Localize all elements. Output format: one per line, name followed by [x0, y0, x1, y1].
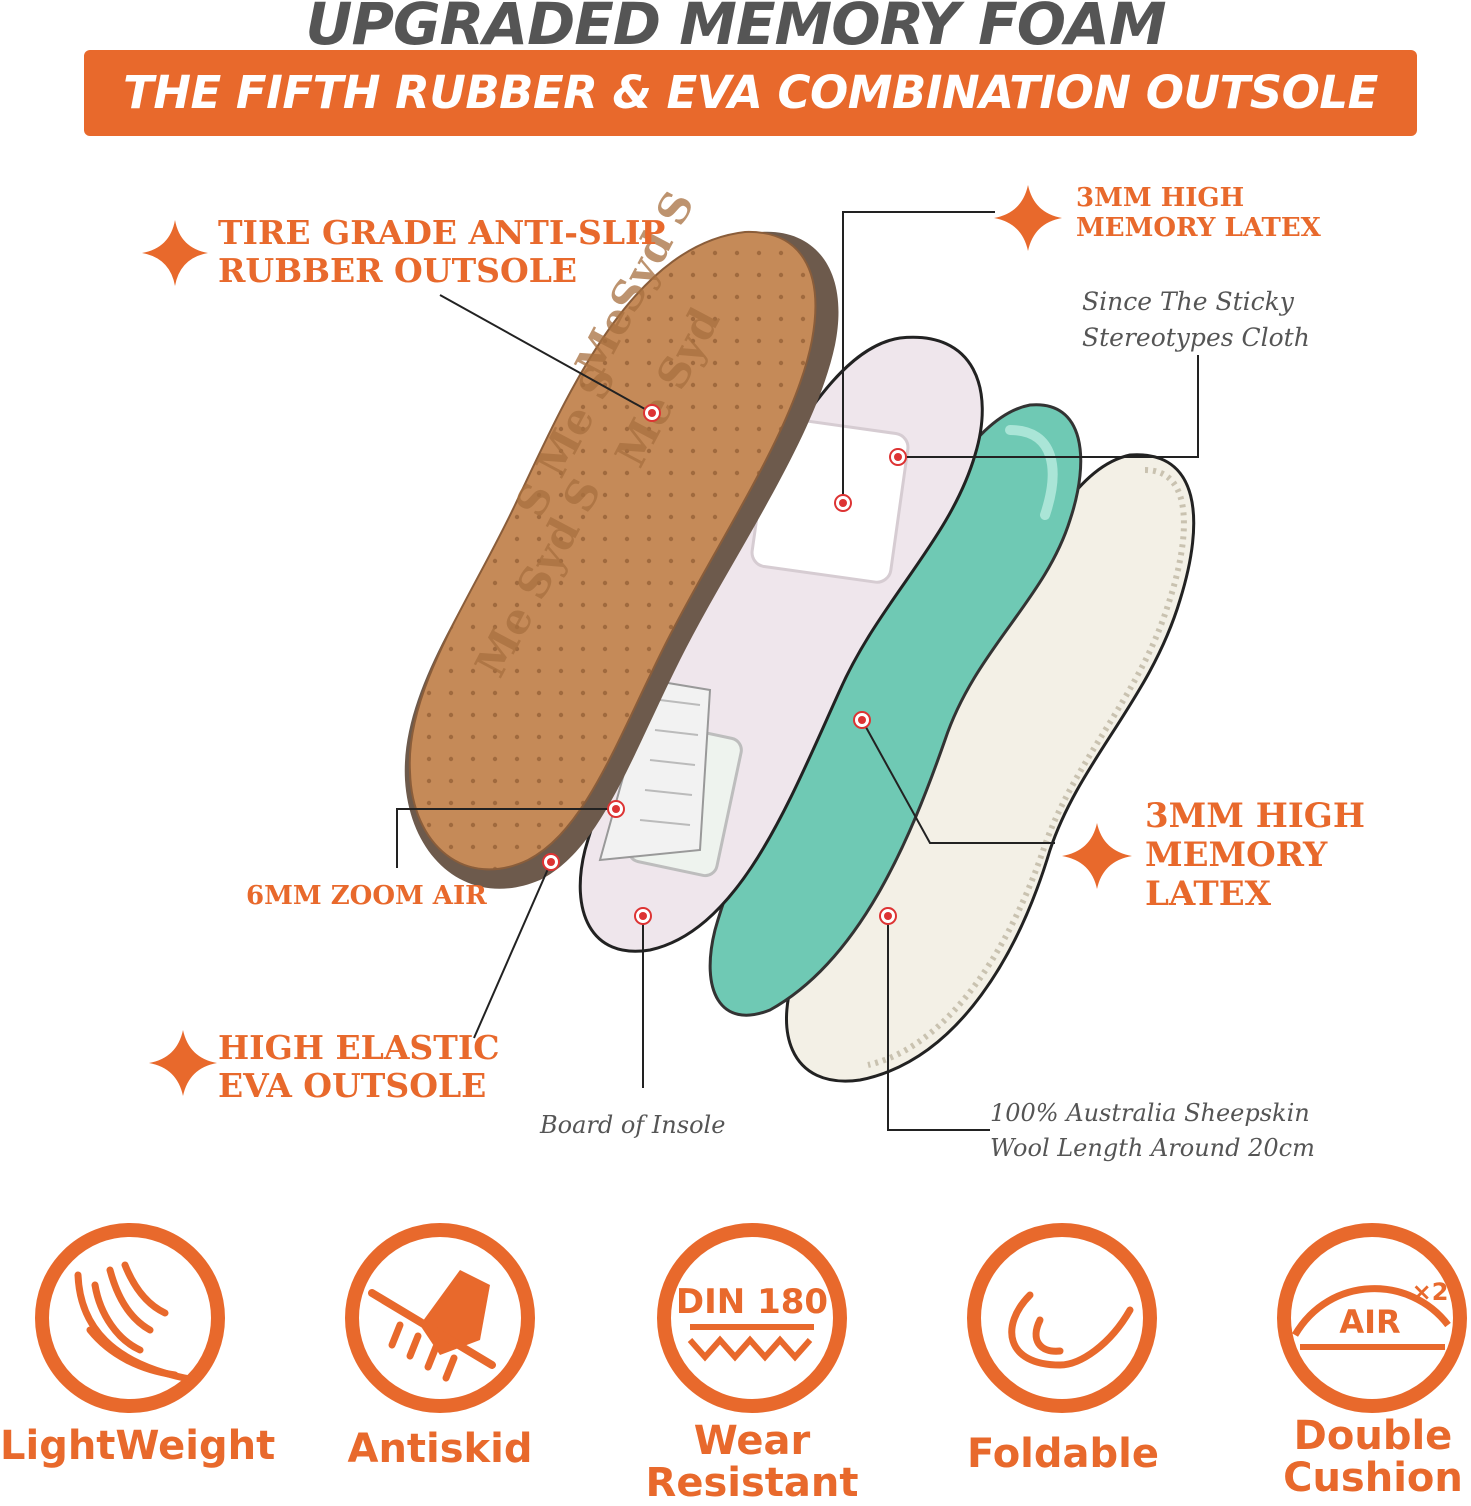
zoom-air-mesh: [598, 678, 712, 862]
icon-badge-text: AIR: [1339, 1303, 1400, 1341]
headline: UPGRADED MEMORY FOAM: [305, 0, 1166, 58]
icon-badge-text: DIN 180: [676, 1282, 828, 1322]
rubber-outsole-layer: MeSyd S Me Syd S Me S Me Syd S: [404, 183, 839, 889]
title-banner: [84, 50, 1417, 136]
sparkle-icon: [1062, 823, 1132, 889]
note-sheepskin: 100% Australia Sheepskin Wool Length Aro…: [990, 1099, 1315, 1162]
sparkle-icon: [149, 1030, 217, 1096]
callout-latex-top: 3MM HIGH MEMORY LATEX: [1076, 183, 1321, 243]
antiskid-icon: [368, 1270, 496, 1382]
callout-eva-outsole: HIGH ELASTIC EVA OUTSOLE: [218, 1028, 500, 1105]
din-wear-icon: DIN 180: [676, 1282, 828, 1362]
feather-icon: [74, 1261, 199, 1384]
marker-dots: [542, 404, 907, 925]
feature-label-double-cushion: Double Cushion: [1283, 1413, 1463, 1501]
feature-label-foldable: Foldable: [967, 1431, 1159, 1477]
feature-label-antiskid: Antiskid: [347, 1426, 533, 1472]
callout-zoom-air: 6MM ZOOM AIR: [246, 881, 487, 911]
air-cushion-icon: AIR ×2: [1291, 1278, 1451, 1350]
callout-latex-mid: 3MM HIGH MEMORY LATEX: [1145, 796, 1365, 915]
note-board-of-insole: Board of Insole: [540, 1111, 726, 1139]
fold-icon: [1008, 1291, 1134, 1369]
icon-badge-text: ×2: [1412, 1278, 1449, 1306]
leader-lines: [396, 211, 1199, 1131]
sparkle-icon: [994, 185, 1062, 251]
sparkle-icon: [142, 220, 208, 286]
callout-rubber-outsole: TIRE GRADE ANTI-SLIP RUBBER OUTSOLE: [218, 213, 666, 290]
banner-text: THE FIFTH RUBBER & EVA COMBINATION OUTSO…: [123, 66, 1378, 119]
feature-label-wear-resistant: Wear Resistant: [645, 1418, 859, 1506]
insole-layers-illustration: MeSyd S Me Syd S Me S Me Syd S: [142, 183, 1199, 1131]
note-sticky-cloth: Since The Sticky Stereotypes Cloth: [1082, 287, 1310, 353]
feature-label-lightweight: LightWeight: [0, 1423, 276, 1469]
feature-icons-row: DIN 180 AIR ×2: [35, 1223, 1467, 1413]
